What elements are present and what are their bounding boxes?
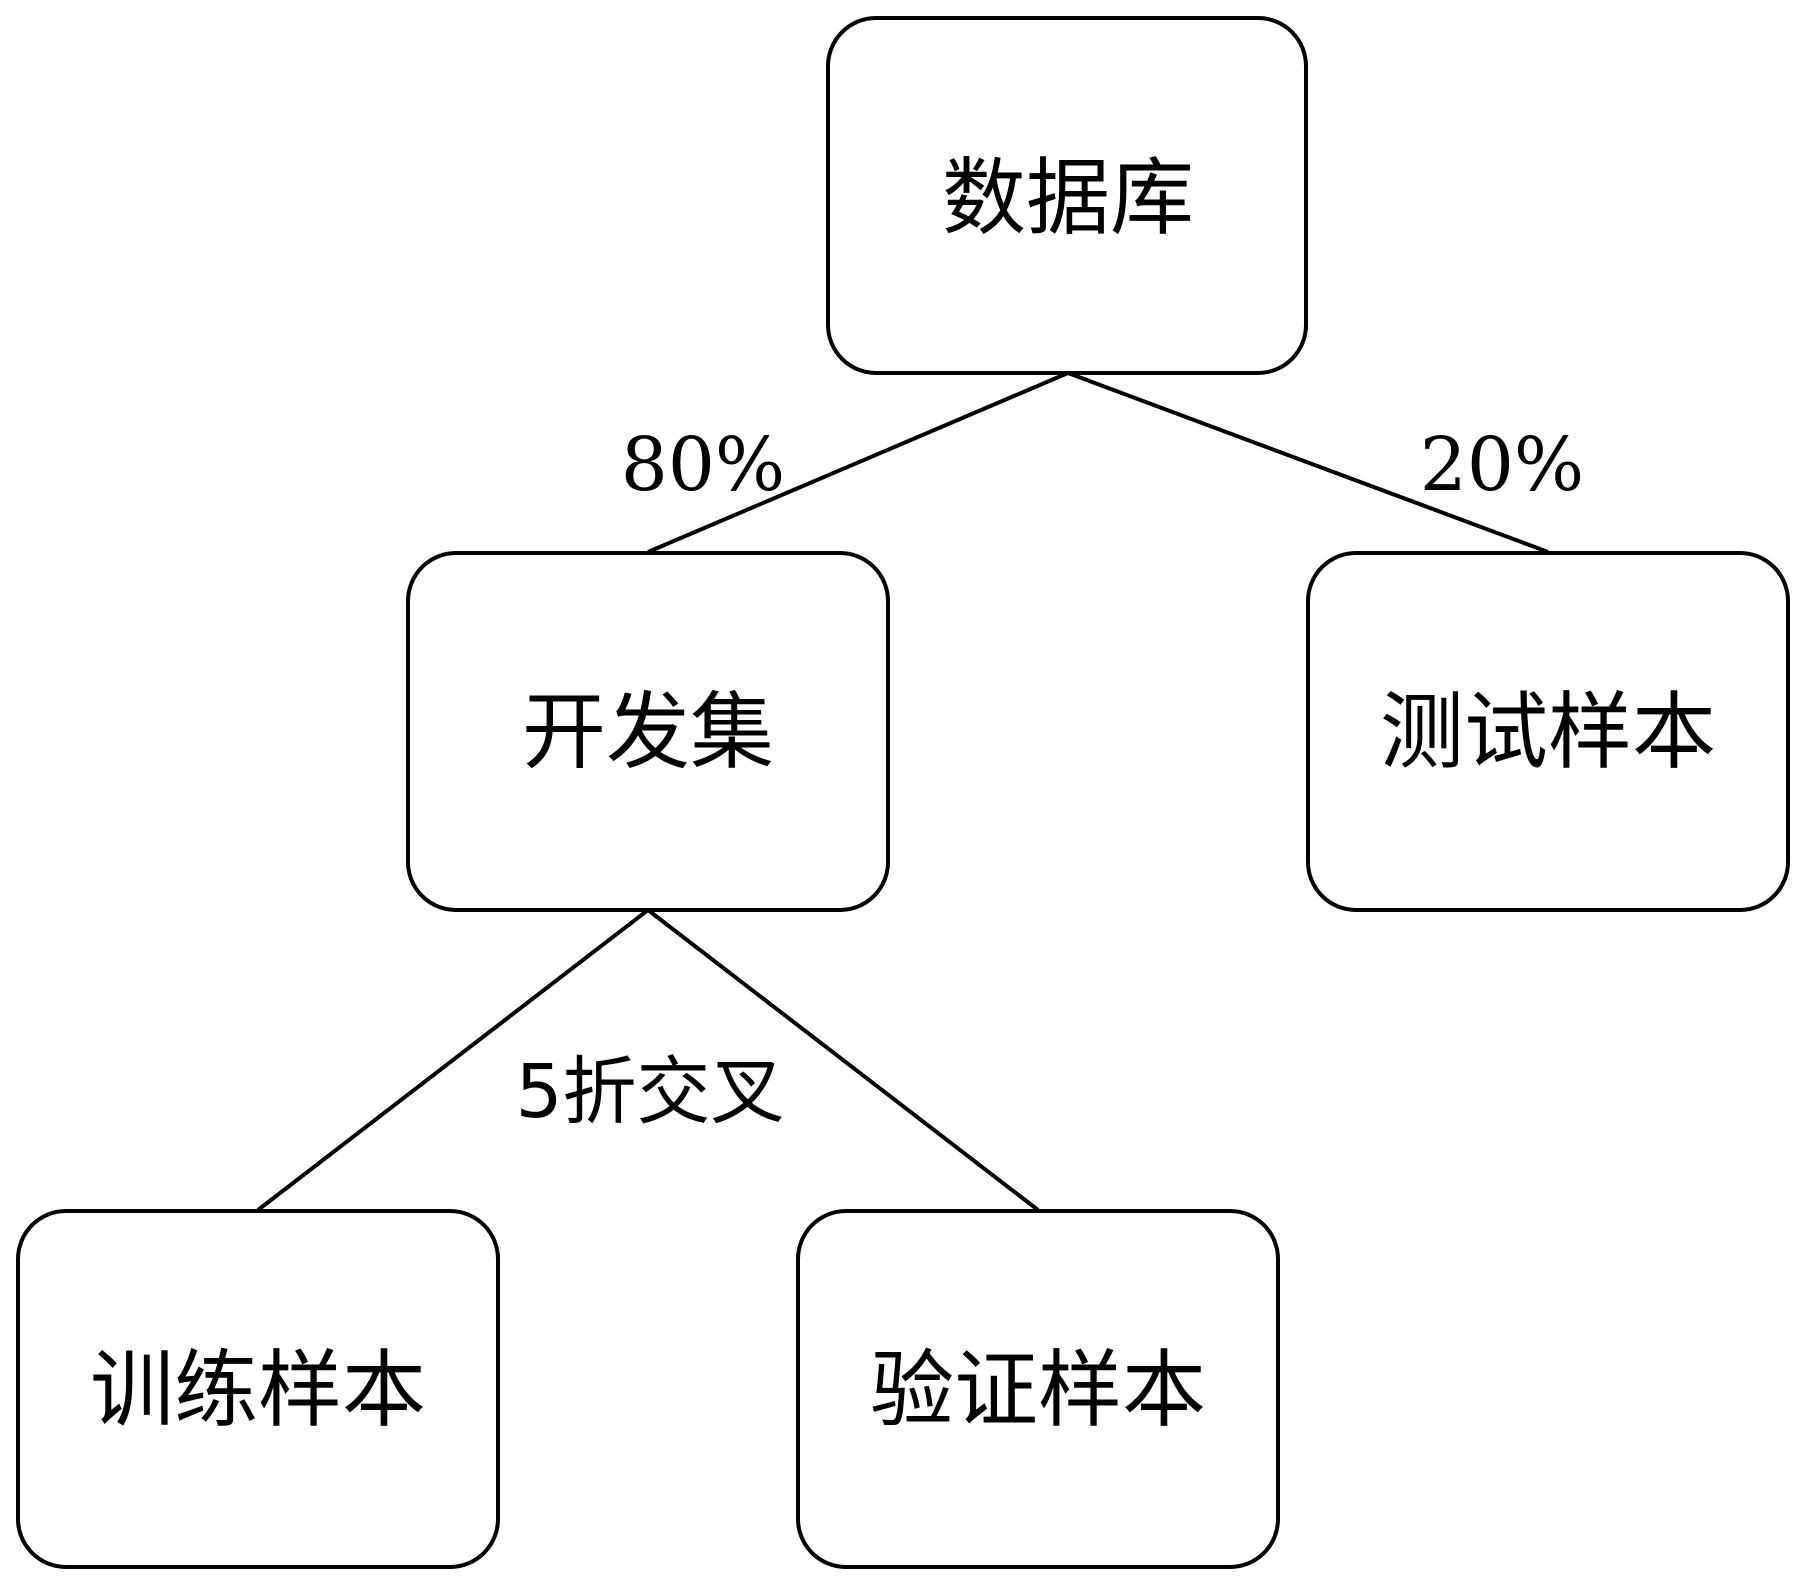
node-val-samples-box — [796, 1209, 1280, 1569]
node-test-samples-box — [1306, 551, 1790, 912]
node-train-samples-label: 训练样本 — [90, 1341, 426, 1439]
node-test-samples: 测试样本 — [1306, 551, 1790, 912]
edge-dev-set-to-train-samples — [256, 908, 650, 1212]
node-database: 数据库 — [826, 16, 1308, 375]
node-val-samples: 验证样本 — [796, 1209, 1280, 1569]
edge-label-20-percent: 20% — [1420, 422, 1584, 508]
node-dev-set-label: 开发集 — [522, 683, 774, 781]
node-train-samples: 训练样本 — [16, 1209, 500, 1569]
edge-label-80-percent: 80% — [621, 422, 785, 508]
node-database-label: 数据库 — [942, 149, 1194, 247]
node-dev-set-box — [406, 551, 890, 912]
edge-database-to-test-samples — [1067, 371, 1549, 554]
edge-dev-set-to-val-samples — [646, 908, 1040, 1212]
node-train-samples-box — [16, 1209, 500, 1569]
node-dev-set: 开发集 — [406, 551, 890, 912]
node-database-box — [826, 16, 1308, 375]
edge-label-cross-validation: 5折交叉 — [515, 1049, 784, 1135]
node-test-samples-label: 测试样本 — [1380, 683, 1716, 781]
node-val-samples-label: 验证样本 — [870, 1341, 1206, 1439]
edge-database-to-dev-set — [647, 371, 1069, 554]
